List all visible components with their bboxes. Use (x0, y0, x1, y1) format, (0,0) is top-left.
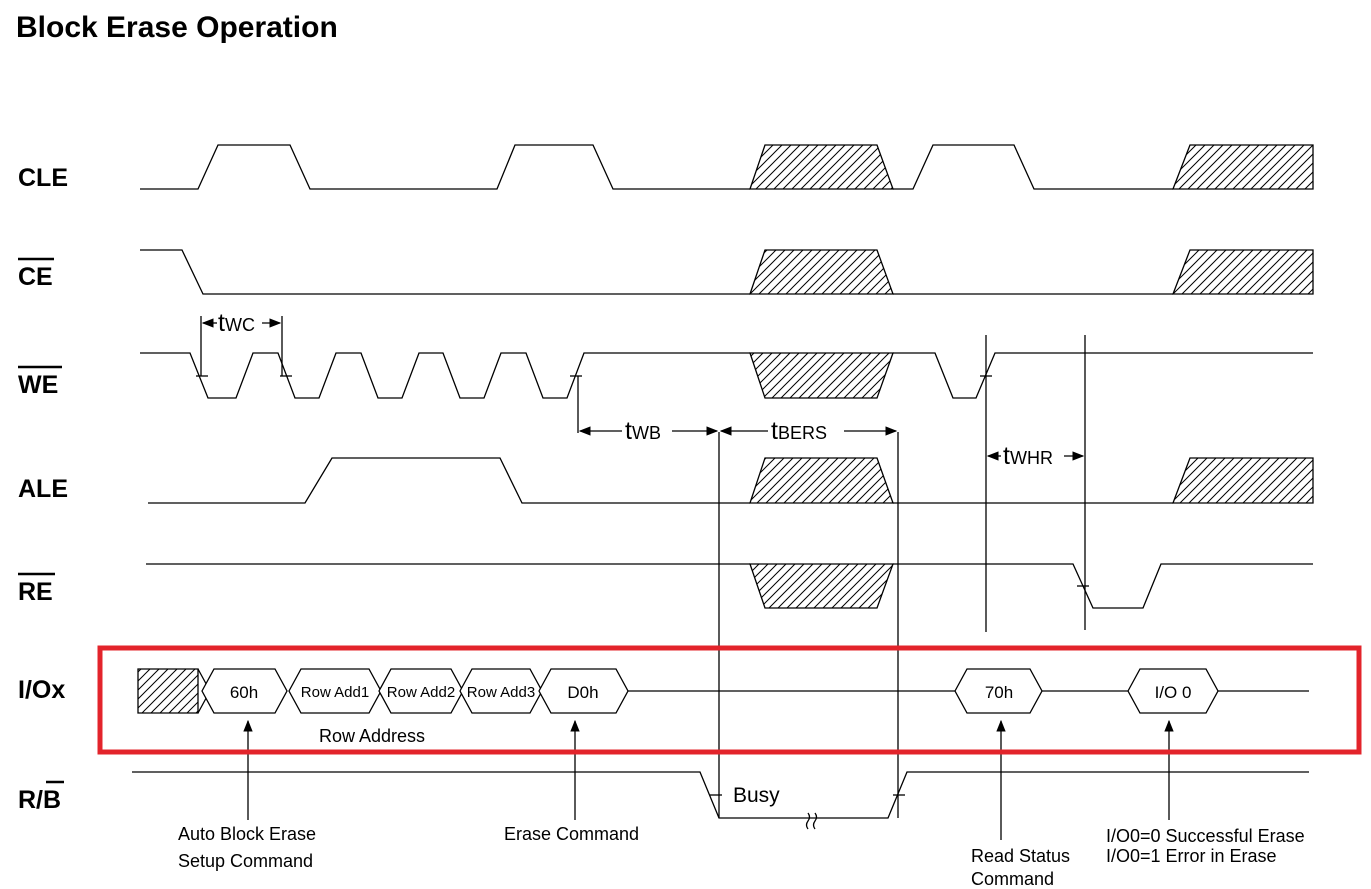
tbers-label: tBERS (771, 417, 827, 445)
annotation-erase-command: Erase Command (504, 824, 639, 844)
we-label-group: WE (18, 365, 62, 399)
we-label: WE (18, 371, 58, 399)
twb-timing: tWB (578, 417, 719, 445)
io-highlight-box (97, 645, 1362, 755)
twc-timing: tWC (201, 309, 282, 337)
io-text-70h: 70h (985, 683, 1013, 702)
annotation-read-status-command: Command (971, 869, 1054, 889)
ce-waveform (140, 249, 1314, 295)
ale-label: ALE (18, 475, 68, 503)
annotation-auto-block-erase: Auto Block Erase (178, 824, 316, 844)
twhr-label: tWHR (1003, 442, 1053, 470)
io-text-row-add1: Row Add1 (301, 684, 369, 701)
busy-label: Busy (733, 784, 780, 807)
io-text-d0h: D0h (567, 683, 598, 702)
annotation-io0-success: I/O0=0 Successful Erase (1106, 826, 1305, 846)
ce-label: CE (18, 263, 53, 291)
annotation-io0-error: I/O0=1 Error in Erase (1106, 846, 1277, 866)
annotation-setup-command: Setup Command (178, 851, 313, 871)
page-title: Block Erase Operation (16, 11, 338, 44)
io-hatch-start (137, 668, 199, 714)
we-waveform (140, 352, 1313, 399)
ale-waveform (148, 457, 1314, 504)
twc-label: tWC (218, 309, 255, 337)
rb-waveform: Busy (132, 771, 1309, 830)
cle-waveform (140, 144, 1314, 190)
annotation-arrows (243, 719, 1174, 840)
row-address-label: Row Address (319, 726, 425, 746)
io-bus: 60h Row Add1 Row Add2 Row Add3 D0h 70h I… (137, 668, 1309, 746)
twhr-timing: tWHR (986, 442, 1085, 470)
ce-label-group: CE (18, 257, 54, 291)
io-cell-60h (201, 668, 288, 714)
time-break-icon (805, 812, 818, 830)
io-text-row-add2: Row Add2 (387, 684, 455, 701)
twb-label: tWB (625, 417, 661, 445)
re-label-group: RE (18, 572, 55, 606)
annotation-read-status: Read Status (971, 846, 1070, 866)
io-label: I/Ox (18, 676, 65, 704)
re-label: RE (18, 578, 53, 606)
rb-label: R/B (18, 786, 61, 814)
io-text-row-add3: Row Add3 (467, 684, 535, 701)
re-waveform (146, 563, 1313, 609)
rb-label-group: R/B (18, 780, 64, 814)
io-text-60h: 60h (230, 683, 258, 702)
tbers-timing: tBERS (719, 417, 898, 445)
cle-label: CLE (18, 164, 68, 192)
io-text-io0: I/O 0 (1155, 683, 1192, 702)
